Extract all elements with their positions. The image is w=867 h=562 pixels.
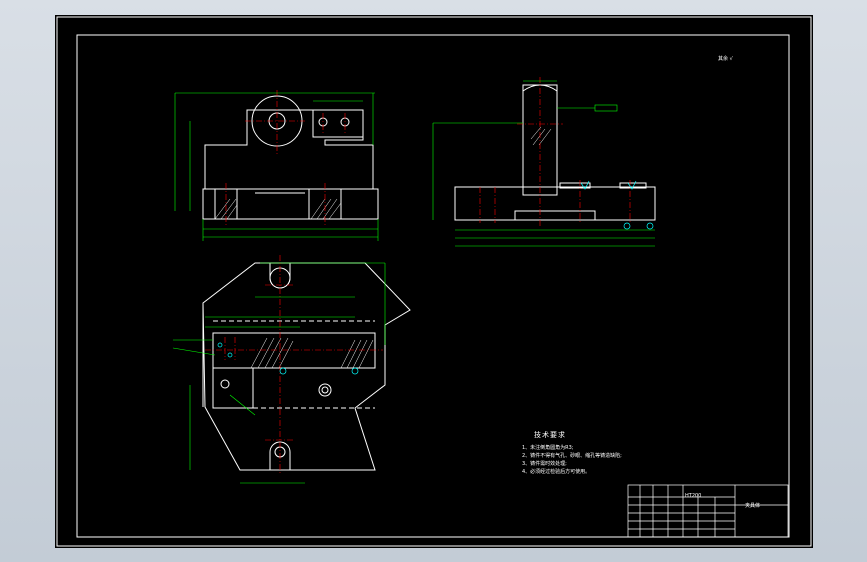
side-view [454,84,656,221]
side-view-hatch [530,126,552,146]
title-block [627,484,789,538]
roughness-note: 其余 √ [718,56,733,62]
tech-requirements-title: 技术要求 [534,431,566,439]
top-view-symbols [217,342,359,375]
title-block-name: 夹具体 [745,503,761,509]
front-view-dimensions [174,92,379,241]
top-view [202,262,411,471]
front-view-centerlines [225,90,346,225]
tech-requirements: 技术要求 1、未注倒角圆角为R3; 2、铸件不得有气孔、砂眼、缩孔等铸造缺陷; … [522,430,622,475]
drawing-canvas [56,16,812,547]
tech-requirement-item: 1、未注倒角圆角为R3; [522,445,574,451]
side-view-centerlines [479,77,631,227]
side-view-dimensions [432,80,655,247]
tech-requirement-item: 2、铸件不得有气孔、砂眼、缩孔等铸造缺陷; [522,453,622,459]
outer-border [56,16,812,547]
front-view-hatch [214,198,342,220]
top-view-dimensions [172,262,386,484]
drawing-sheet: 其余 √ 技术要求 1、未注倒角圆角为R3; 2、铸件不得有气孔、砂眼、缩孔等铸… [55,15,813,548]
title-block-material: HT200 [685,493,702,499]
tech-requirement-item: 3、铸件需时效处理; [522,461,567,467]
inner-border [76,34,790,538]
top-view-hatch [250,337,374,369]
roughness-note-text: 其余 [718,56,729,62]
front-view [202,95,379,220]
tech-requirement-item: 4、必须经过检验后方可使用。 [522,469,591,475]
top-view-centerlines [205,255,383,475]
side-view-symbols [580,180,654,230]
